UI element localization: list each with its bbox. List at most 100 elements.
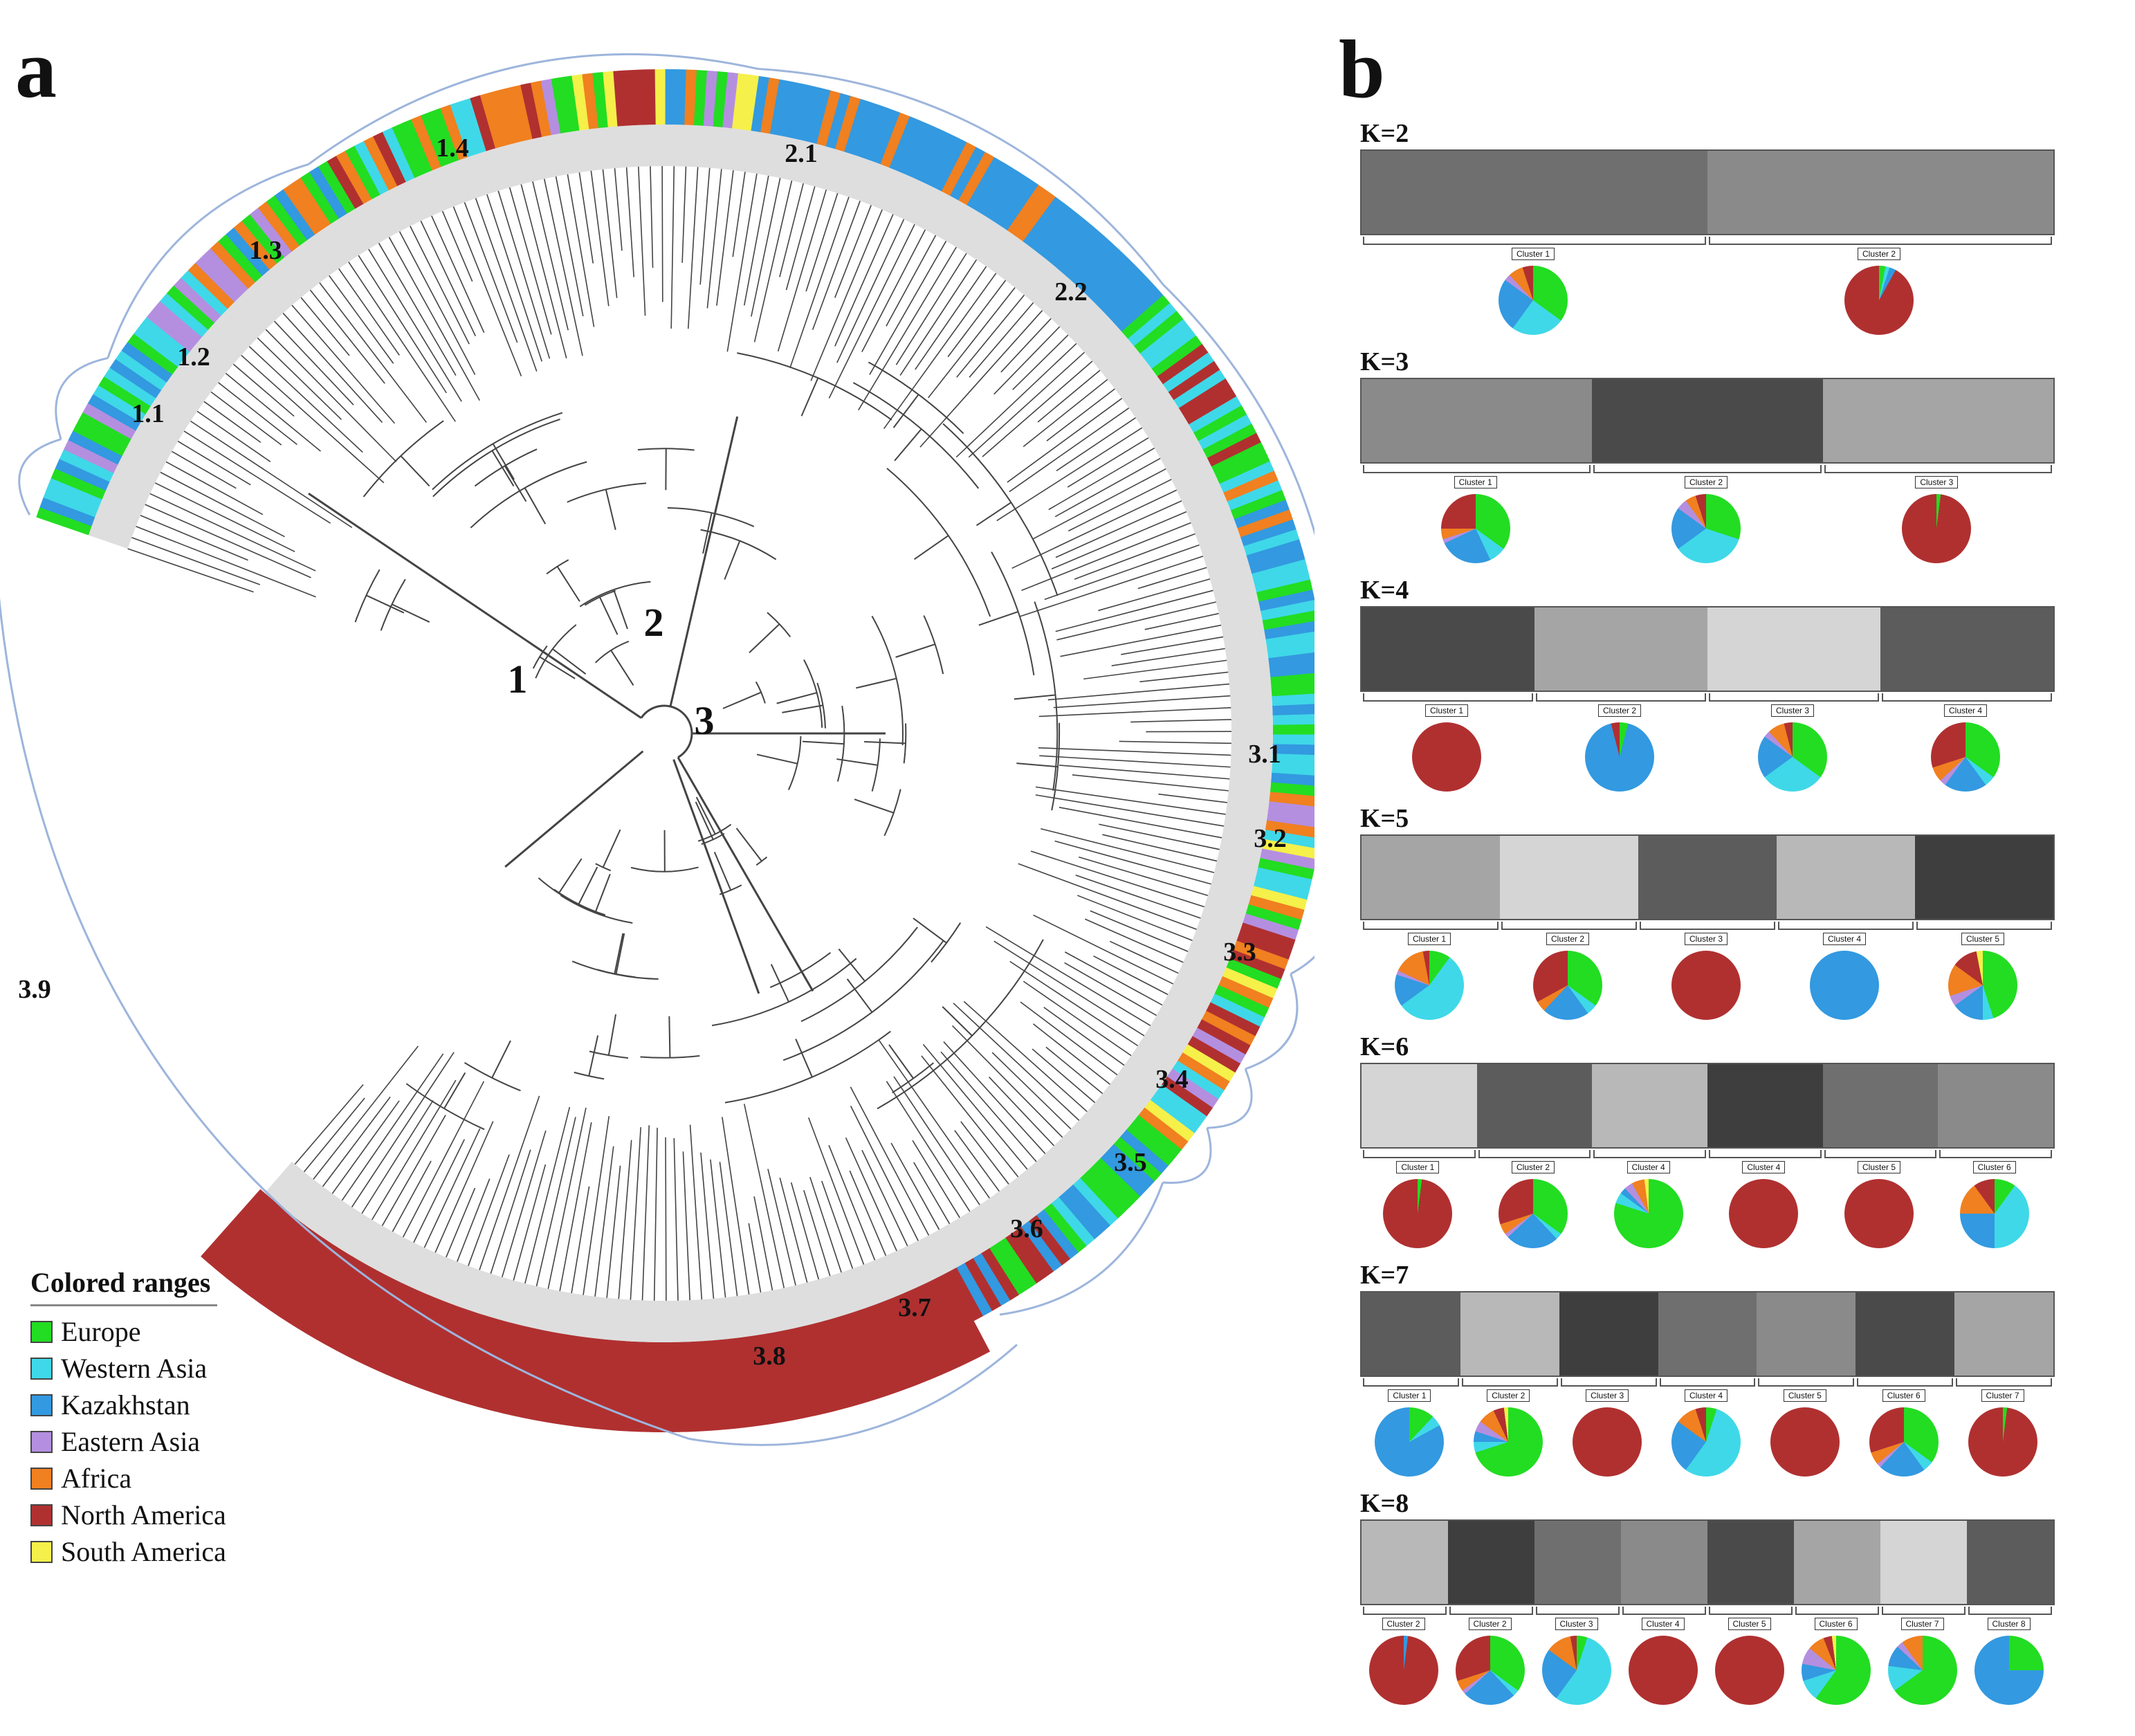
range-segment (1015, 190, 1056, 242)
range-segment (531, 1331, 559, 1422)
tree-internal-branch (749, 623, 780, 653)
range-segment (490, 89, 515, 146)
cluster-bracket (1478, 1150, 1591, 1158)
tree-leaf-branch (547, 1107, 587, 1289)
tree-leaf-branch (1019, 556, 1204, 617)
tree-leaf-branch (748, 1223, 762, 1293)
subclade-3-5: 3.5 (1114, 1148, 1147, 1177)
cluster-bracket (1449, 1607, 1533, 1615)
range-segment (234, 1213, 298, 1292)
cluster-label: Cluster 1 (1511, 248, 1555, 260)
tree-leaf-branch (805, 193, 839, 292)
range-segment (1173, 369, 1226, 409)
tree-leaf-branch (1076, 895, 1193, 941)
tree-leaf-branch (743, 175, 769, 306)
range-segment (210, 241, 256, 289)
tree-leaf-branch (1067, 437, 1149, 488)
tree-internal-branch (578, 866, 598, 905)
legend-label: South America (61, 1536, 226, 1567)
tree-leaf-branch (1139, 671, 1229, 683)
clade-bracket (1207, 1068, 1253, 1129)
cluster-segment (1460, 1292, 1560, 1376)
structure-barplot: 1.000.800.600.400.200.00 (1360, 1519, 2055, 1605)
range-segment (373, 131, 407, 187)
range-segment (582, 73, 599, 129)
tree-leaf-branch (392, 1160, 432, 1232)
range-segment (1007, 184, 1048, 237)
range-segment (241, 214, 285, 264)
cluster-bracket (1709, 237, 2052, 245)
legend-item-kazakhstan: Kazakhstan (30, 1387, 226, 1423)
range-segment (779, 81, 801, 138)
cluster-pie-chart (1573, 1407, 1642, 1477)
range-segment (326, 1266, 378, 1351)
tree-main-branch (677, 756, 814, 992)
range-segment (571, 74, 589, 131)
tree-main-branch (672, 759, 760, 994)
tree-leaf-branch (381, 1115, 446, 1226)
range-segment (613, 70, 628, 127)
subclade-1-4: 1.4 (436, 134, 469, 163)
cluster-pie-chart (1585, 722, 1654, 792)
tree-leaf-branch (1075, 875, 1201, 919)
legend-swatch (30, 1467, 53, 1490)
range-segment (530, 80, 552, 137)
tree-leaf-branch (1051, 511, 1187, 570)
range-segment (640, 1342, 654, 1432)
cluster-segment (1707, 1521, 1795, 1604)
range-segment (291, 177, 331, 230)
tree-leaf-branch (1137, 567, 1207, 590)
range-segment (1108, 280, 1157, 325)
tree-internal-branch (854, 798, 895, 814)
tree-leaf-branch (1047, 683, 1229, 701)
tree-leaf-branch (479, 1095, 540, 1270)
range-segment (1271, 772, 1314, 787)
range-segment (795, 1326, 827, 1416)
range-segment (675, 69, 687, 125)
tree-internal-branch (556, 566, 580, 602)
range-segment (880, 112, 910, 168)
tree-leaf-branch (913, 1162, 951, 1225)
range-segment (1248, 895, 1305, 921)
tree-leaf-branch (1045, 1046, 1103, 1095)
range-segment (479, 92, 506, 149)
tree-leaf-branch (1007, 398, 1123, 483)
range-segment (886, 1296, 931, 1385)
range-segment (1223, 470, 1279, 502)
range-segment (1211, 442, 1266, 476)
structure-barplot: 1.000.800.600.400.200.00 (1360, 1063, 2055, 1149)
tree-leaf-branch (578, 172, 594, 264)
cluster-pie-chart (1902, 494, 1972, 563)
subclade-2-2: 2.2 (1054, 277, 1088, 307)
range-segment (457, 1315, 494, 1405)
k-block-2: K=21.000.800.600.400.200.00Cluster 1Clus… (1314, 111, 2131, 339)
tree-internal-branch (892, 394, 919, 428)
tree-leaf-branch (1041, 828, 1215, 873)
cluster-pie-chart (1758, 722, 1827, 792)
cluster-label: Cluster 4 (1943, 704, 1988, 717)
range-segment (814, 1321, 847, 1411)
tree-leaf-branch (131, 537, 261, 585)
tree-leaf-branch (225, 372, 321, 452)
range-segment (140, 316, 190, 360)
tree-leaf-branch (982, 360, 1093, 457)
tree-leaf-branch (475, 198, 538, 372)
range-segment (160, 293, 209, 338)
tree-internal-branch (588, 1035, 599, 1077)
tree-internal-arc (567, 482, 647, 503)
tree-internal-branch (724, 540, 741, 580)
range-segment (283, 183, 324, 235)
tree-leaf-branch (196, 410, 271, 463)
tree-leaf-branch (583, 1116, 610, 1295)
range-segment (174, 277, 222, 323)
tree-internal-branch (795, 1039, 813, 1078)
tree-leaf-branch (1035, 786, 1226, 815)
tree-leaf-branch (689, 1124, 703, 1300)
range-segment (665, 69, 677, 125)
range-segment (1013, 1226, 1054, 1278)
range-segment (392, 122, 424, 179)
cluster-bracket (1622, 1607, 1706, 1615)
cluster-label: Cluster 4 (1641, 1618, 1685, 1630)
cluster-segment (1757, 1292, 1857, 1376)
legend-label: Kazakhstan (61, 1389, 190, 1420)
